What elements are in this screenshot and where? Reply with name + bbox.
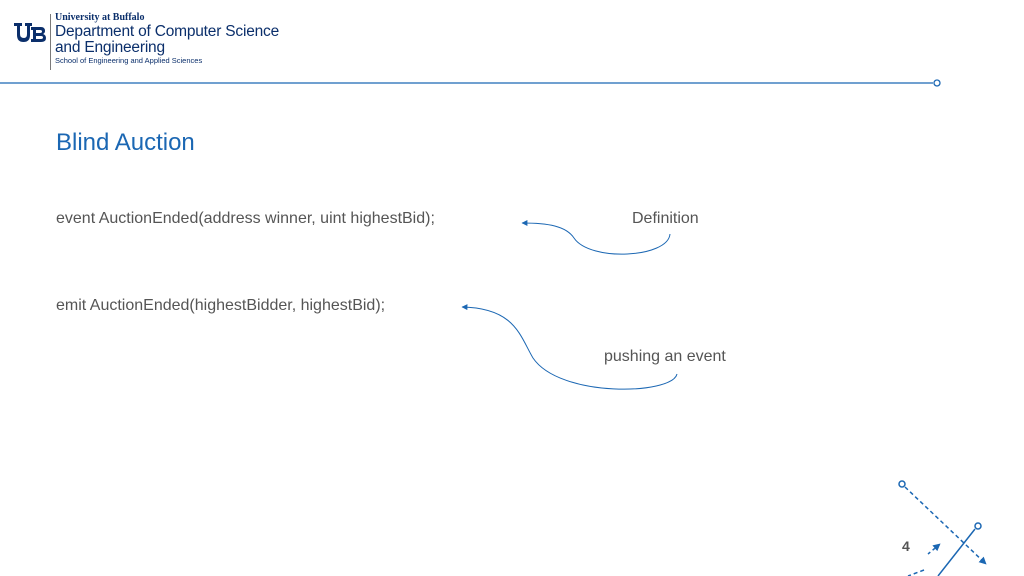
logo-divider (50, 14, 51, 70)
header-rule (0, 79, 941, 87)
pushing-event-label: pushing an event (604, 348, 726, 365)
emit-event-code: emit AuctionEnded(highestBidder, highest… (56, 297, 386, 314)
institution-branding: University at Buffalo Department of Comp… (55, 12, 279, 66)
page-number: 4 (902, 538, 910, 554)
school-name: School of Engineering and Applied Scienc… (55, 56, 203, 65)
department-name-line1: Department of Computer Science (55, 23, 280, 40)
event-definition-code: event AuctionEnded(address winner, uint … (56, 210, 435, 227)
slide-title: Blind Auction (56, 129, 195, 156)
ub-logo-icon (14, 23, 46, 42)
department-name-line2: and Engineering (55, 39, 165, 56)
corner-decoration (898, 480, 987, 576)
definition-label: Definition (632, 210, 699, 227)
header-rule-end-icon (933, 79, 941, 87)
university-name: University at Buffalo (55, 12, 145, 23)
